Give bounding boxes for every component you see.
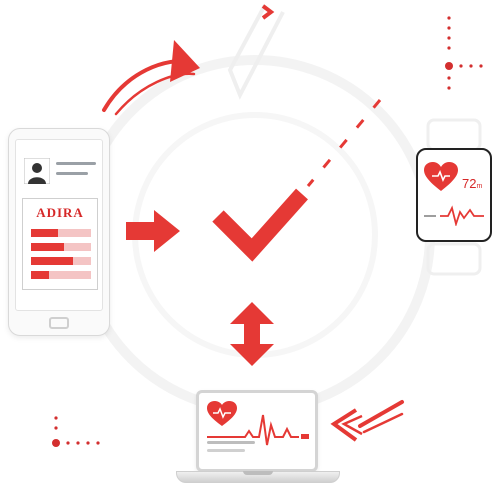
brand-card: ADIRA: [22, 198, 98, 290]
laptop-screen: [196, 390, 318, 472]
heart-rate-readout: 72m: [462, 176, 482, 191]
heart-icon: [207, 401, 237, 426]
phone-screen: ADIRA: [15, 139, 103, 311]
smartwatch: 72m: [416, 148, 492, 242]
progress-bar: [31, 243, 91, 251]
progress-bar: [31, 271, 91, 279]
checkmark-icon: [212, 188, 308, 262]
right-arrow-icon: [126, 210, 180, 252]
dot-pattern-top-right: [445, 16, 483, 90]
progress-bar: [31, 229, 91, 237]
progress-bar: [31, 257, 91, 265]
profile-name-line: [56, 162, 96, 165]
curved-arrow-icon: [330, 400, 404, 442]
dashed-connector-line: [306, 99, 382, 187]
phone-device: ADIRA: [8, 128, 110, 336]
laptop-notch: [243, 471, 273, 475]
home-button[interactable]: [49, 317, 69, 329]
user-avatar-icon: [24, 158, 50, 184]
ecg-wave-icon: [207, 414, 309, 446]
heart-rate-unit: m: [476, 183, 483, 190]
brand-title: ADIRA: [36, 205, 84, 220]
laptop-text-line: [207, 441, 255, 444]
ecg-wave-icon: [424, 205, 484, 226]
decorative-pen-outline: [227, 4, 285, 100]
laptop-text-line: [207, 449, 245, 452]
profile-detail-line: [56, 172, 88, 175]
curved-arrow-icon: [102, 40, 200, 116]
dot-pattern-bottom-left: [52, 416, 100, 447]
vertical-double-arrow-icon: [230, 302, 274, 366]
heart-rate-value: 72: [462, 176, 477, 191]
heart-icon: [424, 162, 458, 191]
